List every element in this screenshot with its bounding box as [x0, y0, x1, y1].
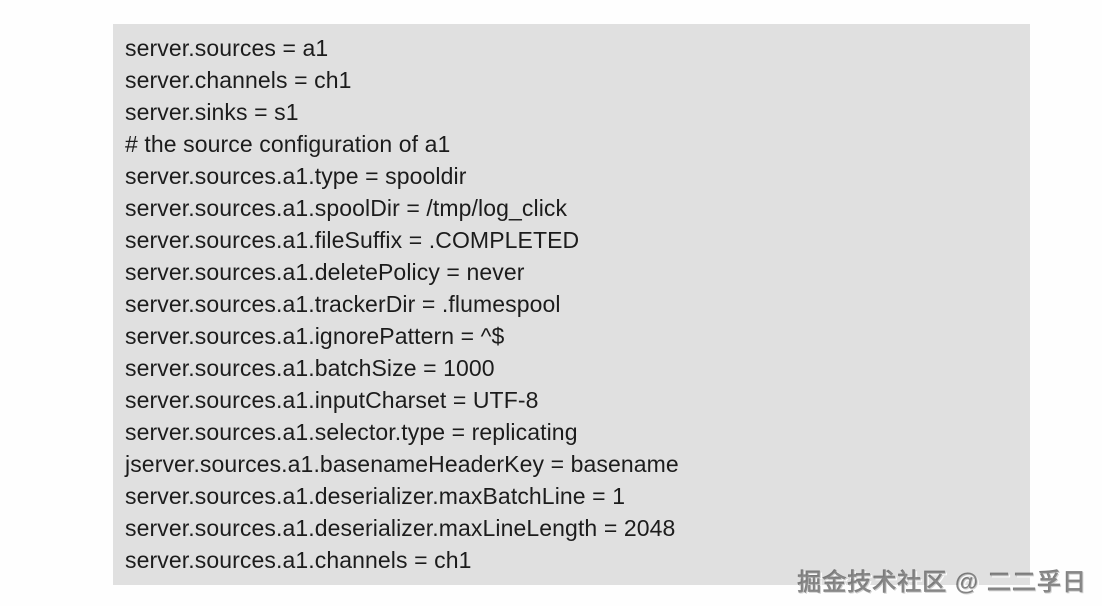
config-line: server.sources.a1.batchSize = 1000 [125, 355, 495, 381]
config-line: server.sources.a1.type = spooldir [125, 163, 467, 189]
config-line: server.sources.a1.channels = ch1 [125, 547, 472, 573]
config-line: server.sources.a1.deserializer.maxBatchL… [125, 483, 626, 509]
config-line: server.sources.a1.spoolDir = /tmp/log_cl… [125, 195, 568, 221]
config-line: server.sources.a1.deletePolicy = never [125, 259, 525, 285]
config-line: server.sources.a1.trackerDir = .flumespo… [125, 291, 561, 317]
config-line: server.sinks = s1 [125, 99, 299, 125]
config-comment-line: # the source configuration of a1 [125, 131, 451, 157]
config-code-block: server.sources = a1 server.channels = ch… [113, 24, 1030, 585]
config-line: server.sources.a1.selector.type = replic… [125, 419, 578, 445]
config-line: server.sources.a1.ignorePattern = ^$ [125, 323, 505, 349]
config-line: server.sources.a1.fileSuffix = .COMPLETE… [125, 227, 580, 253]
config-line: server.sources.a1.inputCharset = UTF-8 [125, 387, 539, 413]
config-line: jserver.sources.a1.basenameHeaderKey = b… [125, 451, 679, 477]
config-line: server.sources = a1 [125, 35, 329, 61]
config-line: server.sources.a1.deserializer.maxLineLe… [125, 515, 676, 541]
config-line: server.channels = ch1 [125, 67, 352, 93]
